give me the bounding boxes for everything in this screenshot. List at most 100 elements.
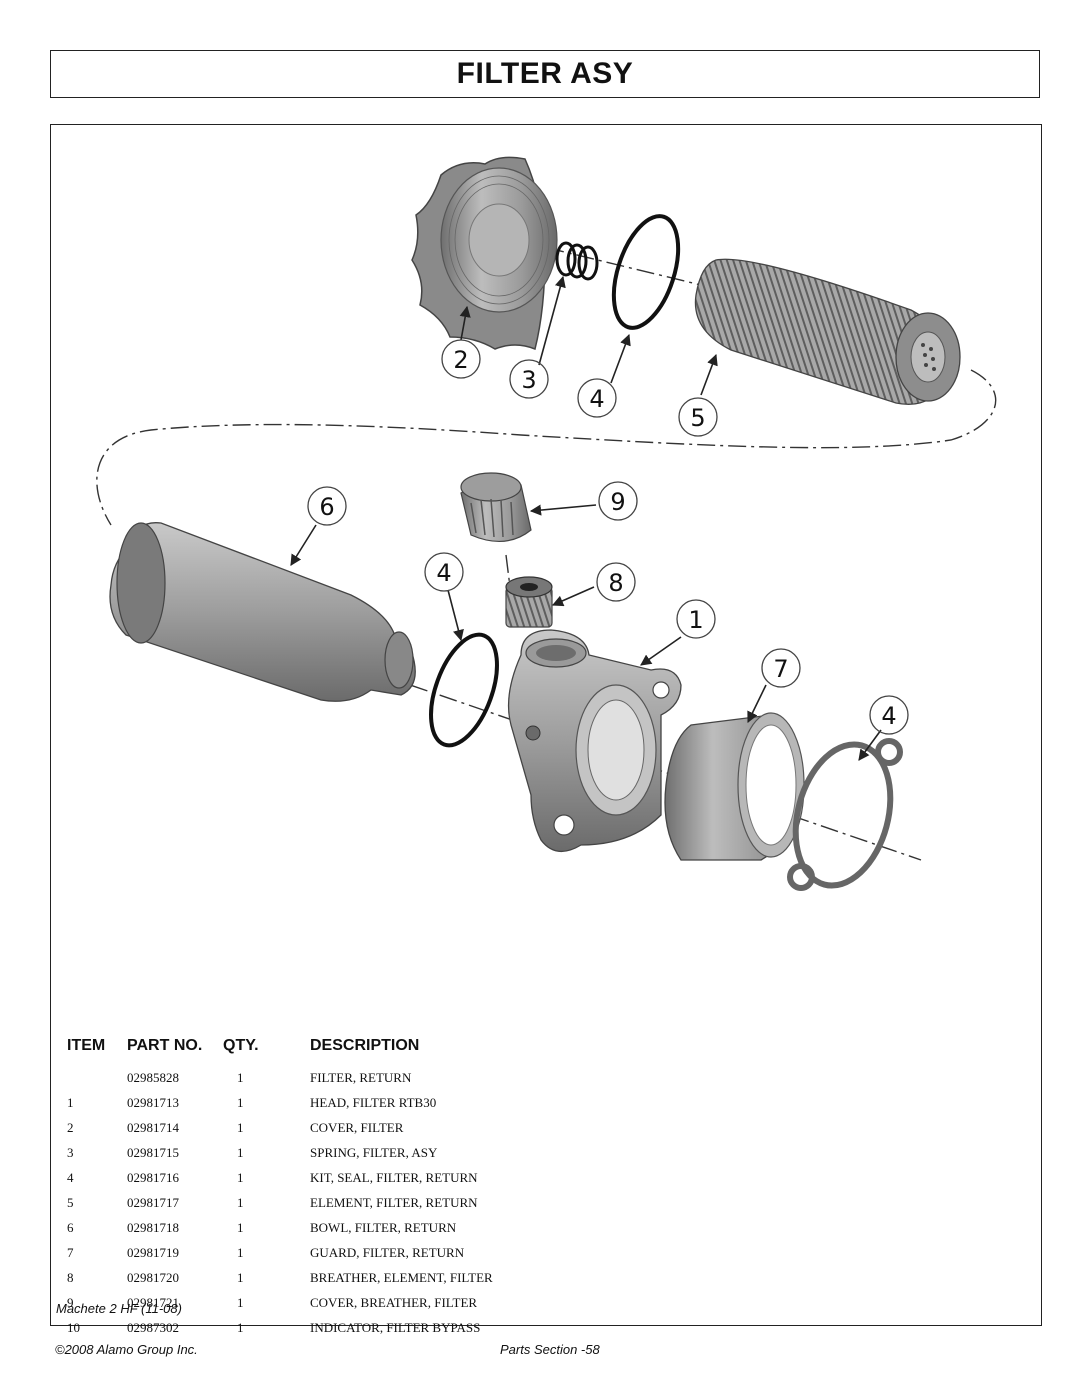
page-number: Parts Section -58 xyxy=(500,1342,600,1357)
header-qty: QTY. xyxy=(223,1037,259,1054)
header-description: DESCRIPTION xyxy=(310,1037,420,1054)
callout-4a-label: 4 xyxy=(589,385,604,413)
table-row: 10 02987302 1 INDICATOR, FILTER BYPASS xyxy=(51,1320,1041,1345)
callout-3-label: 3 xyxy=(521,366,536,394)
callout-5-label: 5 xyxy=(690,404,705,432)
header-part-no: PART NO. xyxy=(127,1037,203,1054)
row-description: COVER, FILTER xyxy=(310,1120,404,1135)
row-item: 5 xyxy=(67,1195,74,1210)
parts-table: 02985828 1 FILTER, RETURN 1 02981713 1 H… xyxy=(51,1070,1041,1345)
row-description: HEAD, FILTER RTB30 xyxy=(310,1095,437,1110)
model-label: Machete 2 HF (11-08) xyxy=(56,1301,182,1316)
row-description: KIT, SEAL, FILTER, RETURN xyxy=(310,1170,478,1185)
header-item: ITEM xyxy=(67,1037,106,1054)
row-part-no: 02981715 xyxy=(127,1145,179,1160)
callout-8-label: 8 xyxy=(608,569,623,597)
copyright-notice: ©2008 Alamo Group Inc. xyxy=(55,1342,198,1357)
row-item: 8 xyxy=(67,1270,74,1285)
row-description: COVER, BREATHER, FILTER xyxy=(310,1295,478,1310)
title-box: FILTER ASY xyxy=(50,50,1040,98)
exploded-view-diagram: 2 3 4 5 6 9 4 8 1 7 4 xyxy=(96,156,997,891)
callout-4b xyxy=(424,552,464,592)
part-5-element xyxy=(694,258,961,405)
callout-4a xyxy=(577,378,617,418)
row-item: 3 xyxy=(67,1145,74,1160)
row-part-no: 02981719 xyxy=(127,1245,179,1260)
row-part-no: 02987302 xyxy=(127,1320,179,1335)
row-qty: 1 xyxy=(237,1270,244,1285)
row-item: 4 xyxy=(67,1170,74,1185)
callout-6-label: 6 xyxy=(319,493,334,521)
row-part-no: 02981714 xyxy=(127,1120,179,1135)
page-title: FILTER ASY xyxy=(456,57,634,90)
table-row: 4 02981716 1 KIT, SEAL, FILTER, RETURN xyxy=(51,1170,1041,1195)
row-qty: 1 xyxy=(237,1220,244,1235)
table-row: 2 02981714 1 COVER, FILTER xyxy=(51,1120,1041,1145)
callout-4c-label: 4 xyxy=(881,702,896,730)
callout-6 xyxy=(307,486,347,526)
part-4-oring-mid xyxy=(429,632,499,748)
row-qty: 1 xyxy=(237,1170,244,1185)
row-qty: 1 xyxy=(237,1095,244,1110)
row-qty: 1 xyxy=(237,1195,244,1210)
row-part-no: 02981717 xyxy=(127,1195,179,1210)
row-item: 7 xyxy=(67,1245,74,1260)
callout-4c xyxy=(869,695,909,735)
callout-2-label: 2 xyxy=(453,346,468,374)
row-description: INDICATOR, FILTER BYPASS xyxy=(310,1320,481,1335)
row-part-no: 02981713 xyxy=(127,1095,179,1110)
callout-9-label: 9 xyxy=(610,488,625,516)
row-description: FILTER, RETURN xyxy=(310,1070,412,1085)
part-4-gasket xyxy=(787,738,903,891)
callout-leaders xyxy=(290,275,882,761)
row-part-no: 02981718 xyxy=(127,1220,179,1235)
part-3-spring xyxy=(555,241,599,281)
part-6-bowl xyxy=(109,522,416,702)
main-content-box: 2 3 4 5 6 9 4 8 1 7 4 ITEM PART NO. QTY.… xyxy=(50,124,1042,1335)
row-part-no: 02985828 xyxy=(127,1070,179,1085)
callout-numbers xyxy=(307,339,909,735)
row-description: SPRING, FILTER, ASY xyxy=(310,1145,438,1160)
callout-7-label: 7 xyxy=(773,655,788,683)
row-item: 6 xyxy=(67,1220,74,1235)
row-qty: 1 xyxy=(237,1070,244,1085)
row-item: 10 xyxy=(67,1320,80,1335)
parts-table-header: ITEM PART NO. QTY. DESCRIPTION xyxy=(51,1037,1041,1057)
callout-7 xyxy=(761,648,801,688)
row-qty: 1 xyxy=(237,1145,244,1160)
table-row: 5 02981717 1 ELEMENT, FILTER, RETURN xyxy=(51,1195,1041,1220)
table-row: 6 02981718 1 BOWL, FILTER, RETURN xyxy=(51,1220,1041,1245)
part-7-guard xyxy=(664,712,805,861)
row-part-no: 02981720 xyxy=(127,1270,179,1285)
table-row: 9 02981721 1 COVER, BREATHER, FILTER xyxy=(51,1295,1041,1320)
row-description: BREATHER, ELEMENT, FILTER xyxy=(310,1270,493,1285)
callout-1 xyxy=(676,599,716,639)
table-row: 8 02981720 1 BREATHER, ELEMENT, FILTER xyxy=(51,1270,1041,1295)
table-row: 1 02981713 1 HEAD, FILTER RTB30 xyxy=(51,1095,1041,1120)
row-item: 9 xyxy=(67,1295,74,1310)
row-item: 2 xyxy=(67,1120,74,1135)
row-description: ELEMENT, FILTER, RETURN xyxy=(310,1195,478,1210)
row-description: BOWL, FILTER, RETURN xyxy=(310,1220,457,1235)
row-description: GUARD, FILTER, RETURN xyxy=(310,1245,465,1260)
row-part-no: 02981721 xyxy=(127,1295,179,1310)
row-part-no: 02981716 xyxy=(127,1170,179,1185)
row-qty: 1 xyxy=(237,1295,244,1310)
part-2-cover xyxy=(411,156,558,351)
part-1-head xyxy=(507,629,682,852)
part-9-breather-cover xyxy=(460,472,532,543)
row-item: 1 xyxy=(67,1095,74,1110)
row-qty: 1 xyxy=(237,1245,244,1260)
part-4-oring-top xyxy=(611,214,681,330)
callout-2 xyxy=(441,339,481,379)
part-8-breather-element xyxy=(505,576,553,628)
callout-4b-label: 4 xyxy=(436,559,451,587)
table-row: 02985828 1 FILTER, RETURN xyxy=(51,1070,1041,1095)
callout-1-label: 1 xyxy=(688,606,703,634)
callout-3 xyxy=(509,359,549,399)
row-qty: 1 xyxy=(237,1320,244,1335)
table-row: 3 02981715 1 SPRING, FILTER, ASY xyxy=(51,1145,1041,1170)
callout-5 xyxy=(678,397,718,437)
callout-8 xyxy=(596,562,636,602)
callout-9 xyxy=(598,481,638,521)
